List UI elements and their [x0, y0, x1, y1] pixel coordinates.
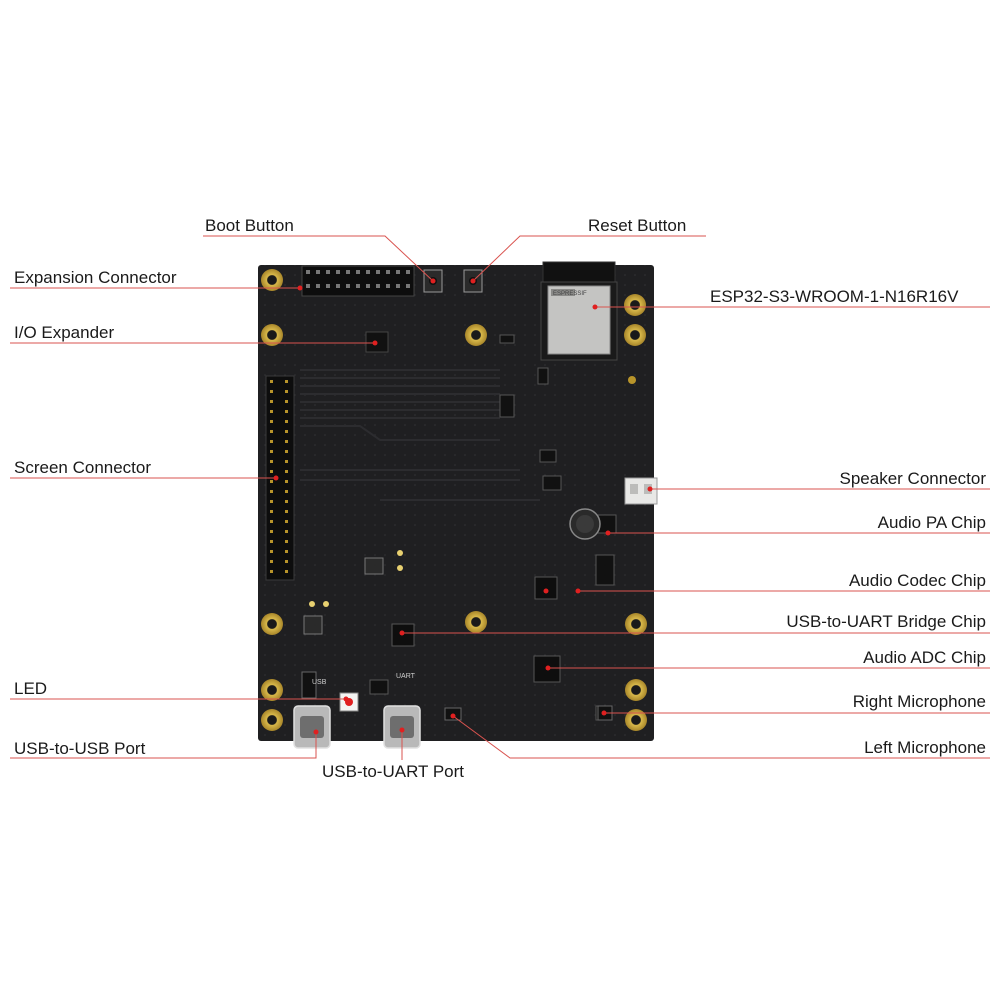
label-usb-to-uart-port: USB-to-UART Port [322, 762, 465, 781]
module-brand-silk: ESPRESSIF [553, 291, 587, 297]
speaker-connector-part [624, 477, 658, 505]
boot-button-leader [203, 235, 434, 282]
label-boot-button: Boot Button [205, 216, 294, 235]
expansion-connector-header [301, 265, 415, 297]
label-audio-pa-chip: Audio PA Chip [877, 513, 986, 532]
label-right-microphone: Right Microphone [852, 692, 986, 711]
usb-silk-text: USB [312, 679, 327, 686]
reset-button-leader [472, 235, 706, 282]
label-speaker-connector: Speaker Connector [839, 469, 986, 488]
audio-pa-capacitor [569, 508, 601, 540]
led-part [339, 692, 359, 712]
label-left-microphone: Left Microphone [864, 738, 986, 757]
label-usb-to-usb-port: USB-to-USB Port [14, 739, 146, 758]
label-usb-uart-bridge-chip: USB-to-UART Bridge Chip [786, 612, 986, 631]
pcb-traces [300, 369, 540, 501]
label-reset-button: Reset Button [588, 216, 687, 235]
label-audio-codec-chip: Audio Codec Chip [848, 571, 986, 590]
label-io-expander: I/O Expander [14, 323, 115, 342]
mounting-holes [261, 269, 647, 731]
label-led: LED [14, 679, 48, 698]
markers [273, 278, 653, 735]
uart-silk-text: UART [396, 673, 416, 680]
label-audio-adc-chip: Audio ADC Chip [863, 648, 986, 667]
left-microphone-leader [452, 715, 990, 759]
screen-connector-header [265, 375, 295, 581]
esp32-module-part [540, 261, 618, 361]
leader-lines [10, 235, 990, 760]
misc-components [301, 334, 636, 721]
pcb-board [258, 262, 654, 741]
label-expansion-connector: Expansion Connector [14, 268, 177, 287]
usb-to-usb-port-part [293, 705, 331, 749]
label-esp32-module: ESP32-S3-WROOM-1-N16R16V [710, 287, 959, 306]
label-screen-connector: Screen Connector [14, 458, 152, 477]
audio-codec-part [534, 576, 558, 600]
usb-to-usb-port-leader [10, 732, 317, 759]
